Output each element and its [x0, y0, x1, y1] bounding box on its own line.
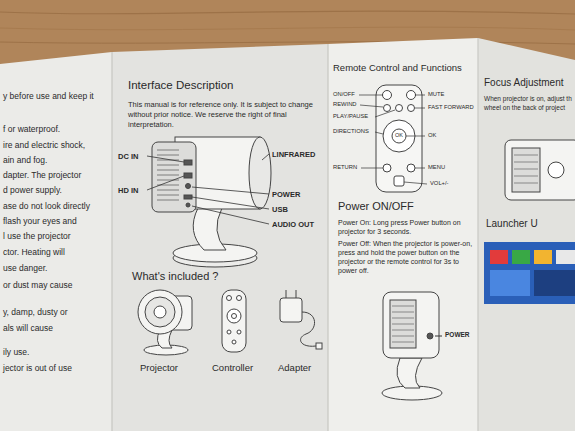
launcher-screenshot: [484, 242, 575, 304]
port-label: AUDIO OUT: [272, 220, 314, 229]
port-label: POWER: [272, 190, 300, 199]
text-fragment: or dust may cause: [3, 280, 72, 291]
panel-text: wheel on the back of project: [484, 104, 572, 112]
text-fragment: ctor. Heating will: [3, 247, 65, 258]
port-label: HD IN: [118, 186, 138, 195]
included-icons: [138, 290, 322, 355]
button-label: ON/OFF: [333, 91, 355, 98]
panel-heading: Interface Description: [128, 78, 233, 92]
text-fragment: ire and electric shock,: [3, 140, 85, 151]
button-label: PLAY/PAUSE: [333, 113, 368, 120]
text-fragment: use danger.: [3, 263, 47, 274]
text-fragment: dapter. The projector: [3, 170, 81, 181]
text-fragment: jector is out of use: [3, 363, 72, 374]
text-fragment: als will cause: [3, 323, 53, 334]
button-label: MUTE: [428, 91, 444, 98]
button-text: OK: [395, 133, 403, 139]
section-heading: Launcher U: [486, 218, 538, 231]
panel-heading: Focus Adjustment: [484, 77, 563, 90]
port-label: USB: [272, 205, 288, 214]
text-fragment: l use the projector: [3, 231, 71, 242]
projector-illustration: [152, 137, 271, 267]
button-label: REWIND: [333, 101, 357, 108]
manual-panel: y before use and keep it f or waterproof.…: [0, 55, 112, 431]
manual-panel: Interface DescriptionThis manual is for …: [112, 48, 328, 431]
button-label: VOL+/-: [430, 180, 449, 187]
text-fragment: ase do not look directly: [3, 201, 90, 212]
item-label: Projector: [140, 362, 178, 374]
text-fragment: ain and fog.: [3, 155, 47, 166]
button-label: FAST FORWARD: [428, 104, 474, 111]
panel-text: When projector is on, adjust th: [484, 95, 572, 103]
panel-text: Power Off: When the projector is power-o…: [338, 239, 476, 275]
focus-projector-illustration: [505, 140, 575, 200]
item-label: Adapter: [278, 362, 311, 374]
panel-text: This manual is for reference only. It is…: [128, 100, 326, 129]
power-projector-illustration: [382, 292, 442, 400]
item-label: Controller: [212, 362, 253, 374]
button-label: DIRECTIONS: [333, 128, 369, 135]
text-fragment: ily use.: [3, 347, 29, 358]
section-heading: Power ON/OFF: [338, 200, 414, 214]
button-label: MENU: [428, 164, 445, 171]
port-label: LINFRARED: [272, 150, 315, 159]
button-label: OK: [428, 132, 436, 139]
text-fragment: f or waterproof.: [3, 124, 60, 135]
manual-panel: Remote Control and FunctionsPower ON/OFF…: [328, 40, 478, 431]
button-label: RETURN: [333, 164, 357, 171]
text-fragment: y before use and keep it: [3, 91, 94, 102]
port-label: POWER: [445, 331, 470, 339]
leader-lines: [147, 154, 269, 224]
remote-leaders: [359, 95, 427, 184]
port-label: DC IN: [118, 152, 138, 161]
section-heading: What's included ?: [132, 270, 218, 284]
remote-illustration: [376, 85, 422, 192]
manual-panel: Focus AdjustmentWhen projector is on, ad…: [478, 55, 575, 431]
text-fragment: d power supply.: [3, 185, 62, 196]
panel-heading: Remote Control and Functions: [333, 62, 462, 74]
panel-text: Power On: Long press Power button on pro…: [338, 218, 476, 236]
text-fragment: y, damp, dusty or: [3, 307, 68, 318]
text-fragment: flash your eyes and: [3, 216, 77, 227]
